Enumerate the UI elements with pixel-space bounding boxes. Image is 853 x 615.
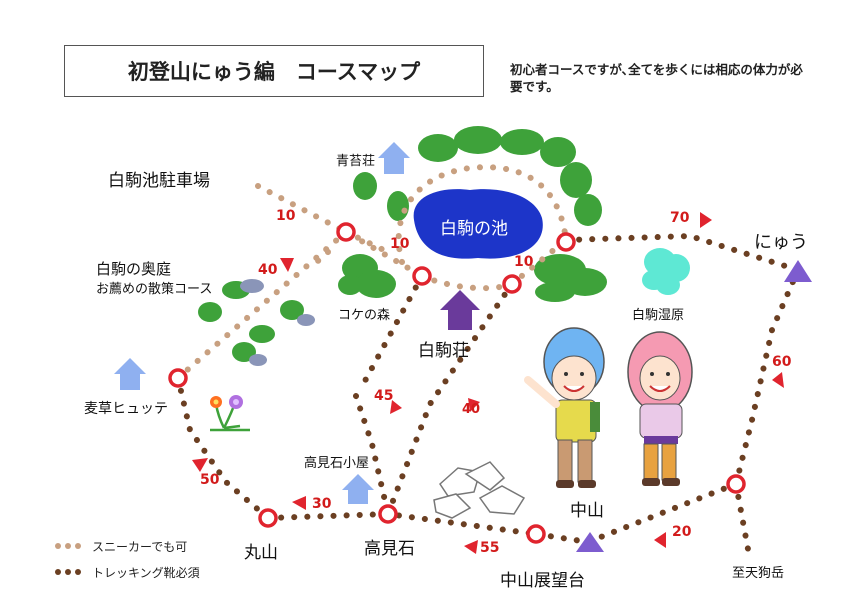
time-koke-south: 45 (374, 388, 394, 404)
takamiishi-rocks (433, 461, 526, 519)
pond-shape (413, 189, 543, 259)
hut-mugikusa-icon (114, 358, 146, 390)
peak-nyu-icon (784, 260, 812, 282)
waypoint-pond-southeast (502, 274, 522, 294)
label-nyu: にゅう (754, 232, 808, 253)
waypoint-pond-south (412, 266, 432, 286)
label-okuniwa-sub: お薦めの散策コース (96, 282, 213, 297)
arrow-70 (700, 212, 712, 228)
label-nakayama: 中山 (570, 501, 604, 521)
time-nyu-south: 60 (772, 354, 792, 370)
label-pond: 白駒の池 (440, 219, 508, 239)
arrow-45 (390, 400, 402, 414)
label-kokenomori: コケの森 (338, 308, 391, 323)
label-takamiishi-hut: 高見石小屋 (304, 456, 370, 471)
arrow-40-center (468, 398, 480, 412)
waypoint-junction-east (726, 474, 746, 494)
label-mugikusa: 麦草ヒュッテ (84, 401, 168, 417)
arrow-50 (192, 458, 208, 472)
okuniwa-trees (198, 279, 315, 366)
time-pond-east: 10 (514, 254, 534, 270)
forest-east (534, 254, 607, 302)
label-aoikoso: 青苔荘 (336, 154, 376, 169)
waypoint-mugikusa (168, 368, 188, 388)
time-nakayama-east: 20 (672, 524, 692, 540)
time-to-nyu: 70 (670, 210, 690, 226)
map-title: 初登山にゅう編 コースマップ (64, 45, 484, 97)
forest-north (353, 126, 602, 226)
label-okuniwa: 白駒の奥庭 (96, 260, 172, 278)
legend-boots-dots (55, 569, 81, 575)
arrow-60 (772, 372, 784, 388)
direction-arrows (192, 212, 784, 554)
legend-sneaker: スニーカーでも可 (92, 540, 188, 554)
legend-boots: トレッキング靴必須 (92, 566, 200, 580)
hut-shirakomaso-icon (440, 290, 480, 330)
waypoint-takamiishi (378, 504, 398, 524)
label-parking: 白駒池駐車場 (108, 171, 210, 191)
waypoint-nakayama-view (526, 524, 546, 544)
label-tengu: 至天狗岳 (732, 566, 785, 581)
label-maruyama: 丸山 (244, 543, 278, 563)
flowers-icon (210, 395, 250, 432)
waypoint-parking-junction (336, 222, 356, 242)
label-nakayama-view: 中山展望台 (500, 571, 585, 591)
course-note: 初心者コースですが､全てを歩くには相応の体力が必要です。 (510, 62, 803, 94)
peak-nakayama-icon (576, 532, 604, 552)
arrow-30 (292, 496, 306, 510)
time-parking: 10 (276, 208, 296, 224)
time-shirakomaso-south: 40 (462, 402, 481, 417)
arrow-55 (464, 540, 478, 554)
time-pond-west: 10 (390, 236, 410, 252)
label-shirakomaso: 白駒荘 (418, 341, 469, 361)
hiker-boy (524, 327, 605, 488)
arrow-40-okuniwa (280, 258, 294, 272)
arrow-20 (654, 532, 666, 548)
label-shitsugen: 白駒湿原 (632, 308, 685, 323)
hut-aoikoso-icon (378, 142, 410, 174)
marsh-shape (642, 248, 690, 295)
label-takamiishi: 高見石 (364, 539, 415, 559)
legend-sneaker-dots (55, 543, 81, 549)
forest-moss (338, 254, 396, 298)
time-maruyama-east: 30 (312, 496, 332, 512)
waypoint-maruyama (258, 508, 278, 528)
waypoints (168, 222, 746, 544)
time-takamiishi-east: 55 (480, 540, 500, 556)
waypoint-pond-east (556, 232, 576, 252)
time-okuniwa: 40 (258, 262, 278, 278)
time-mugikusa-south: 50 (200, 472, 220, 488)
hiker-girl (627, 331, 693, 486)
hut-takamiishi-icon (342, 474, 374, 504)
